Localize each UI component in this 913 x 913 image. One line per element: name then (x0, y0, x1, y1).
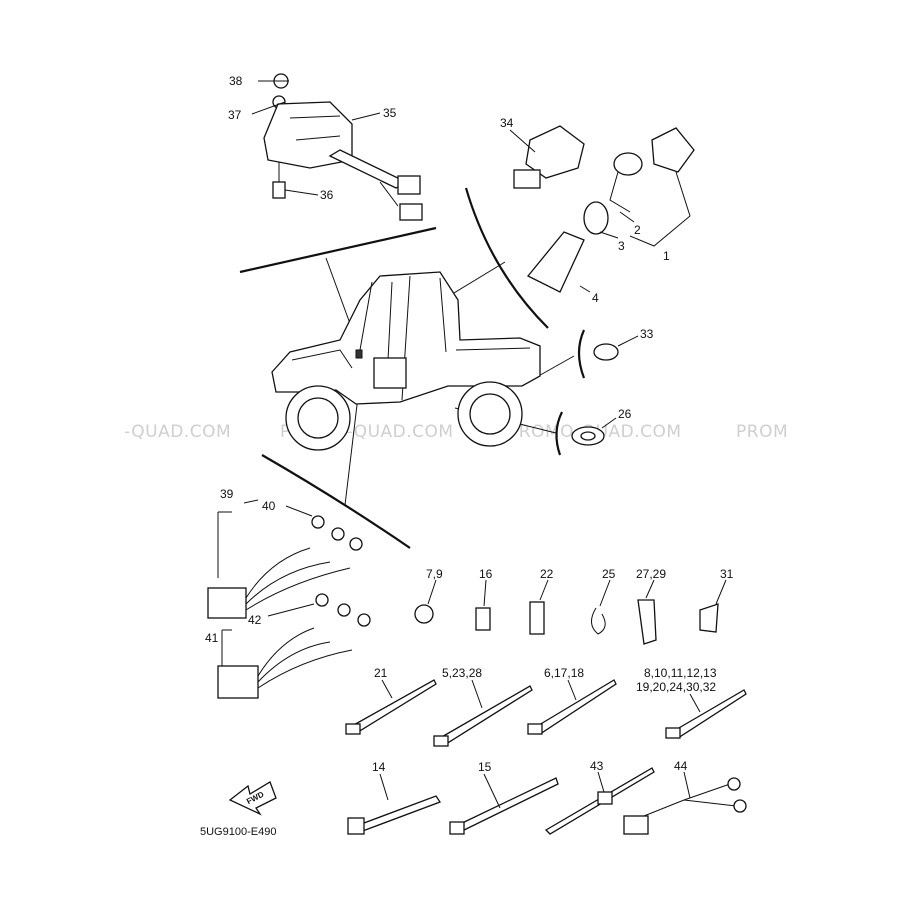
connector-41 (217, 665, 259, 699)
watermark-4: PROM (736, 422, 788, 442)
callout-19-20-24-30-32: 19,20,24,30,32 (636, 680, 716, 694)
callout-43: 43 (590, 759, 604, 773)
socket-1 (651, 127, 695, 173)
clips-row (414, 579, 727, 645)
bulb-40 (311, 515, 325, 529)
grommets (571, 335, 639, 446)
tie-8-32 (670, 689, 747, 739)
connector-39 (207, 587, 247, 619)
watermark-1: -QUAD.COM (124, 422, 231, 442)
clip-25 (591, 607, 606, 635)
callout-33: 33 (640, 327, 654, 341)
lead-44 (633, 783, 737, 821)
callout-16: 16 (479, 567, 493, 581)
bracket-grommet-33 (577, 329, 586, 379)
callout-35: 35 (383, 106, 397, 120)
callout-3: 3 (618, 239, 625, 253)
cover-4 (526, 231, 585, 293)
bracket-harness-group (261, 454, 411, 549)
callout-42: 42 (248, 613, 262, 627)
callout-34: 34 (500, 116, 514, 130)
callout-37: 37 (228, 108, 242, 122)
clip-27-29 (637, 599, 657, 645)
callout-15: 15 (478, 760, 492, 774)
tie-5-23-28 (438, 685, 533, 745)
callout-27-29: 27,29 (636, 567, 666, 581)
fwd-arrow-icon (228, 781, 277, 816)
tie-21 (350, 679, 437, 733)
callout-44: 44 (674, 759, 688, 773)
callout-7-9: 7,9 (426, 567, 443, 581)
tie-15 (455, 777, 559, 833)
callout-8-10-11-12-13: 8,10,11,12,13 (644, 666, 717, 680)
callout-41: 41 (205, 631, 219, 645)
clip-22 (529, 601, 545, 635)
cable-ties-row (345, 679, 747, 747)
callout-36: 36 (320, 188, 334, 202)
tie-6-17-18 (532, 679, 617, 735)
sensor-34-plug (513, 169, 541, 189)
watermark-row: -QUAD.COM PROMO-QUAD.COM PROMO-QUAD.COM … (124, 422, 788, 442)
callouts: 1 2 3 4 33 34 35 36 37 38 26 39 40 41 42… (205, 74, 734, 774)
callout-21: 21 (374, 666, 388, 680)
tie-14 (355, 795, 441, 833)
callout-4: 4 (592, 291, 599, 305)
callout-40: 40 (262, 499, 276, 513)
bracket-socket-group (464, 187, 549, 329)
callout-31: 31 (720, 567, 734, 581)
vehicle-illustration (271, 271, 541, 451)
diagram-code: 5UG9100-E490 (200, 826, 276, 838)
callout-14: 14 (372, 760, 386, 774)
relay-35 (263, 101, 353, 169)
leader-33 (534, 355, 575, 379)
fwd-arrow: FWD (228, 781, 277, 816)
cap-2 (613, 152, 643, 176)
callout-22: 22 (540, 567, 554, 581)
harness-assembly (207, 499, 371, 699)
callout-6-17-18: 6,17,18 (544, 666, 584, 680)
bolt-36 (272, 181, 286, 199)
callout-25: 25 (602, 567, 616, 581)
sensor-34 (525, 125, 585, 179)
relay-assembly (251, 73, 423, 221)
callout-38: 38 (229, 74, 243, 88)
clip-31 (699, 603, 719, 633)
callout-26: 26 (618, 407, 632, 421)
grommet-33 (593, 343, 619, 361)
nut-3 (583, 201, 609, 235)
bottom-row (347, 767, 747, 835)
bulb-42 (315, 593, 329, 607)
bracket-grommet-26 (555, 411, 563, 456)
clip-7-9 (414, 604, 434, 624)
callout-1: 1 (663, 249, 670, 263)
callout-39: 39 (220, 487, 234, 501)
bracket-relay-group (239, 226, 437, 274)
clip-16 (475, 607, 491, 631)
callout-5-23-28: 5,23,28 (442, 666, 482, 680)
callout-2: 2 (634, 223, 641, 237)
socket-assembly (509, 125, 695, 293)
